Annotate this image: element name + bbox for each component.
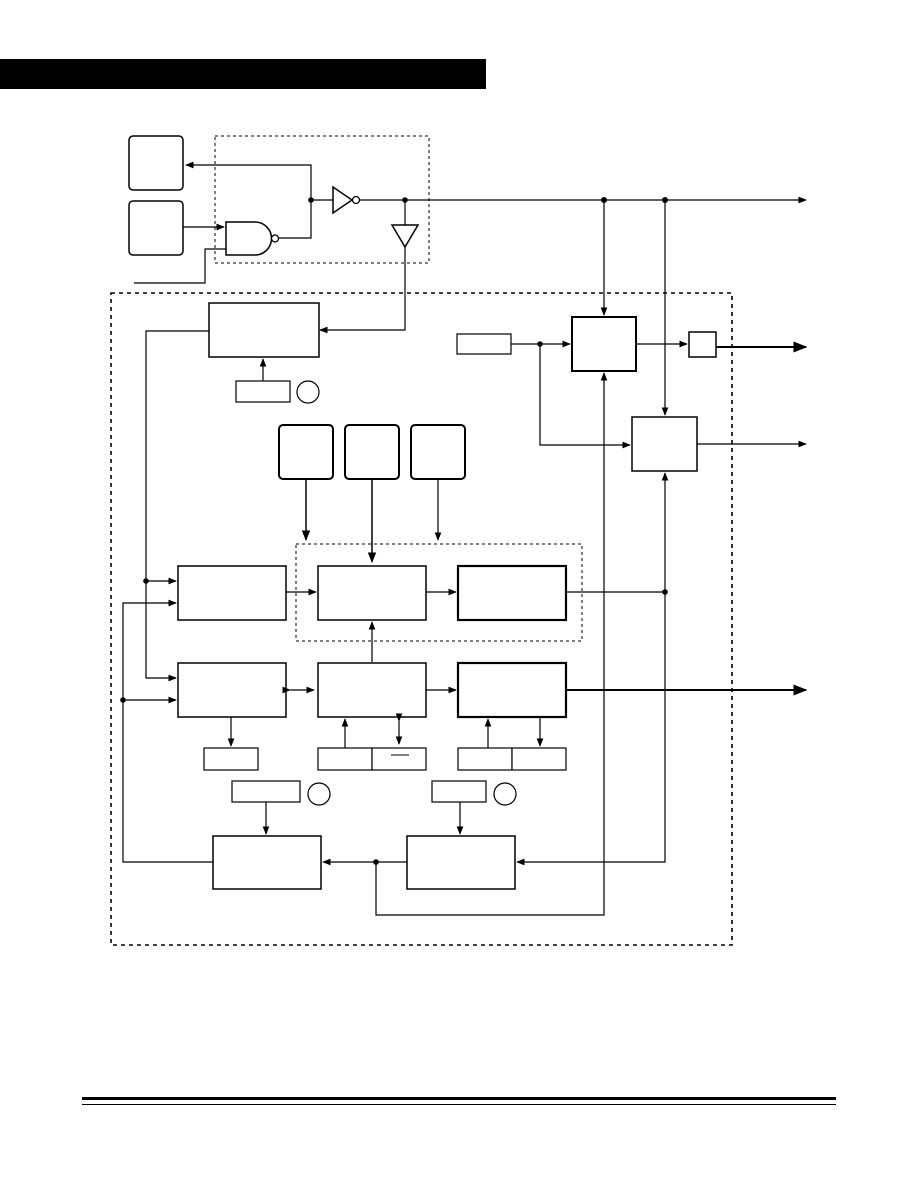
input-box-3 — [410, 424, 466, 480]
reg-label-3 — [203, 747, 259, 771]
row2-block-2 — [317, 662, 427, 718]
buffer-icon — [390, 224, 420, 249]
main-dashed-region — [110, 292, 733, 946]
footer-rule-thick — [82, 1097, 836, 1100]
reg-label-6 — [457, 747, 513, 771]
reg-label-5 — [371, 747, 427, 771]
input-box-1 — [278, 424, 334, 480]
reg-label-7 — [511, 747, 567, 771]
input-box-2 — [344, 424, 400, 480]
reg-label-8 — [231, 780, 301, 803]
bottom-block-right — [406, 835, 516, 890]
reg-label-9 — [431, 780, 487, 803]
inverter-icon — [332, 185, 361, 215]
bottom-block-left — [212, 835, 322, 890]
top-left-box-1 — [128, 135, 184, 191]
row2-block-3 — [456, 661, 568, 719]
note-circle-1 — [296, 380, 320, 404]
note-circle-3 — [493, 782, 517, 806]
row1-block-2 — [317, 565, 427, 621]
nand-gate-icon — [225, 221, 280, 256]
reg-label-2 — [456, 333, 512, 355]
reg-label-4 — [317, 747, 373, 771]
note-circle-2 — [307, 782, 331, 806]
header-bar — [0, 59, 486, 89]
upper-mid-block — [208, 302, 320, 358]
reg-label-1 — [235, 380, 291, 403]
row1-block-3 — [456, 564, 568, 622]
top-left-box-2 — [128, 200, 184, 256]
footer-rule-thin — [82, 1104, 836, 1105]
right-mid-block — [631, 416, 698, 472]
upper-right-block — [571, 316, 637, 372]
row2-block-1 — [177, 662, 287, 718]
small-output-block — [688, 331, 717, 358]
row1-block-1 — [177, 565, 287, 621]
